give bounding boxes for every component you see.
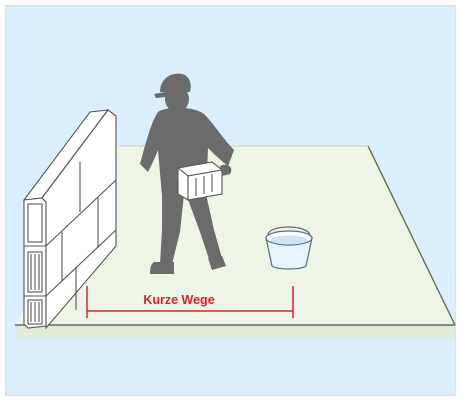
- carried-block: [170, 162, 231, 200]
- bucket: [266, 227, 312, 269]
- dimension-label: Kurze Wege: [143, 293, 214, 307]
